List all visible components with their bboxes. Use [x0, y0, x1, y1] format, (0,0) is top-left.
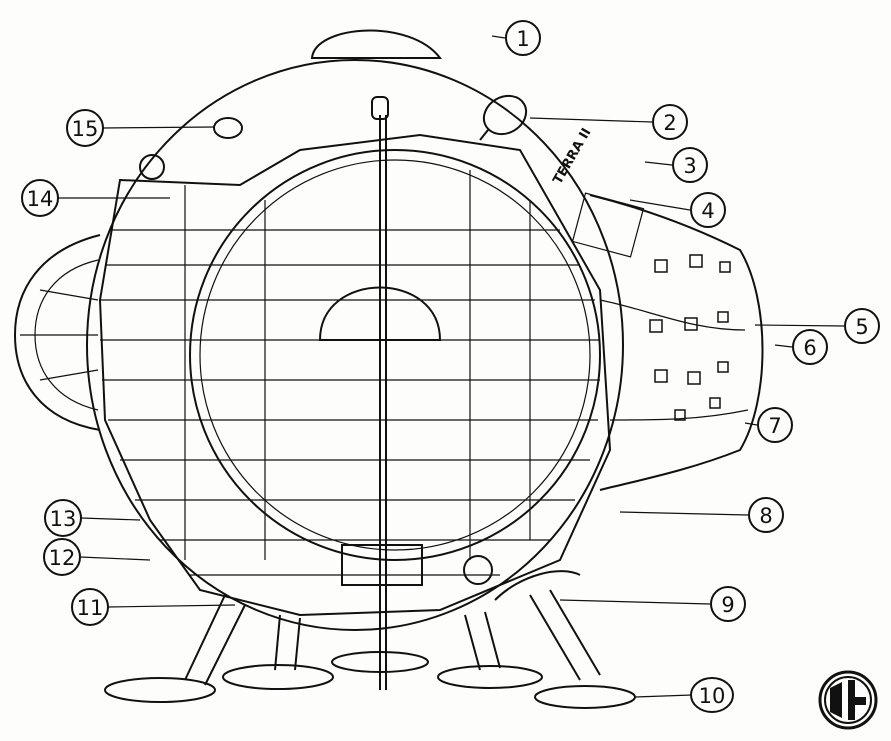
- svg-text:14: 14: [27, 187, 54, 211]
- svg-text:7: 7: [768, 414, 781, 438]
- landing-legs: [104, 570, 636, 709]
- svg-text:11: 11: [77, 596, 104, 620]
- svg-text:1: 1: [516, 27, 529, 51]
- callout-15: 15: [66, 109, 104, 147]
- svg-text:9: 9: [721, 593, 734, 617]
- callout-12: 12: [43, 538, 81, 576]
- svg-text:6: 6: [803, 336, 816, 360]
- svg-text:2: 2: [663, 111, 676, 135]
- antenna-dish: [479, 94, 528, 141]
- left-pod: [13, 234, 101, 431]
- lower-port: [463, 555, 493, 585]
- porthole: [139, 154, 165, 180]
- callout-4: 4: [690, 192, 726, 228]
- callout-8: 8: [748, 497, 784, 533]
- svg-text:13: 13: [50, 507, 77, 531]
- svg-text:5: 5: [855, 315, 868, 339]
- central-column: [318, 96, 442, 690]
- svg-text:15: 15: [72, 117, 99, 141]
- svg-text:8: 8: [759, 504, 772, 528]
- callout-7: 7: [757, 407, 793, 443]
- callout-6: 6: [792, 329, 828, 365]
- cutaway-region: [98, 133, 612, 617]
- callout-9: 9: [710, 586, 746, 622]
- circled-monogram-logo-icon: [818, 670, 878, 730]
- callout-5: 5: [844, 308, 880, 344]
- callout-13: 13: [44, 499, 82, 537]
- spacecraft-drawing: TERRA II: [13, 29, 764, 709]
- svg-text:4: 4: [701, 199, 714, 223]
- svg-text:12: 12: [49, 546, 76, 570]
- module-windows: [649, 254, 731, 421]
- callout-1: 1: [505, 20, 541, 56]
- leader-lines: [58, 35, 845, 698]
- hatch: [213, 117, 243, 139]
- top-dome: [310, 29, 443, 59]
- callout-10: 10: [690, 677, 734, 713]
- callout-3: 3: [672, 147, 708, 183]
- outer-hull: [86, 59, 624, 631]
- callout-2: 2: [652, 104, 688, 140]
- inner-sphere: [189, 149, 601, 561]
- callout-11: 11: [71, 588, 109, 626]
- svg-text:10: 10: [699, 684, 726, 708]
- callout-14: 14: [21, 179, 59, 217]
- svg-text:3: 3: [683, 154, 696, 178]
- right-module: [571, 192, 764, 491]
